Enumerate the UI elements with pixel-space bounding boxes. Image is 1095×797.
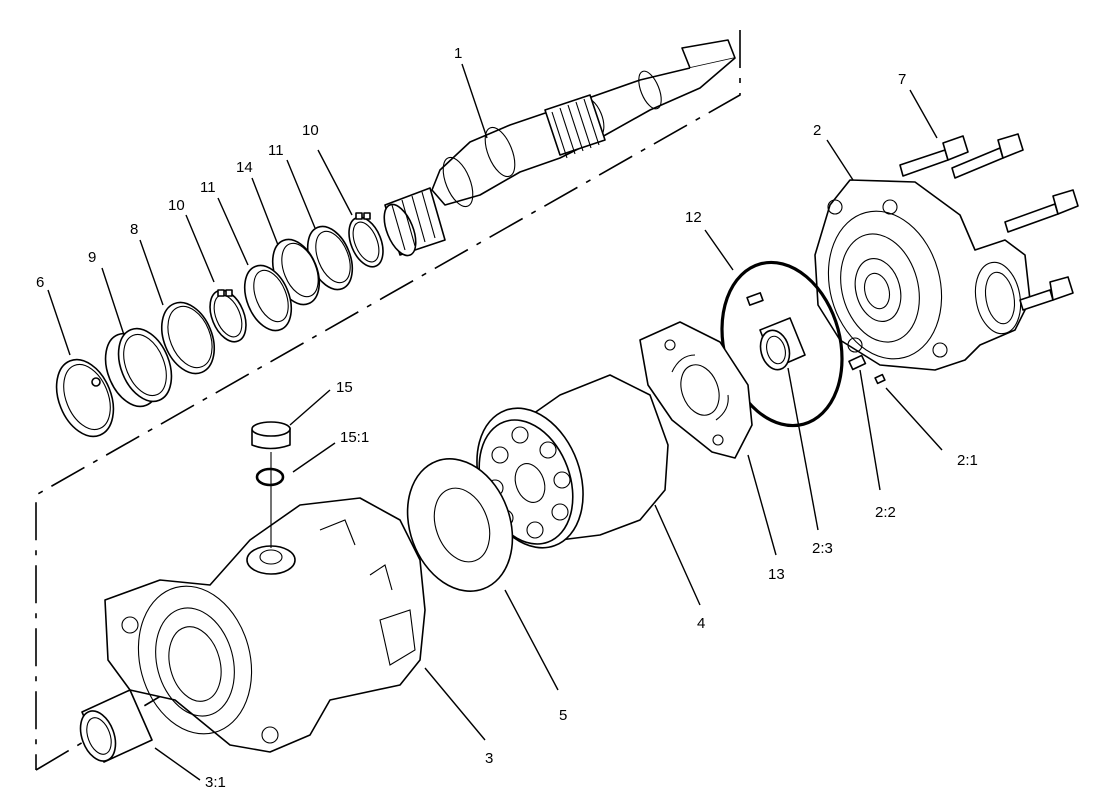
dowel-pin: [746, 292, 764, 306]
end-cover: [814, 179, 1031, 371]
callout-2: 2: [813, 122, 821, 139]
washer-11-lower: [243, 264, 293, 332]
callout-labels: 1 2 7 12 10 11 14 11 10 8 9 6 15 15:1 2:…: [36, 45, 978, 791]
bearing-9: [104, 327, 173, 408]
snap-ring-10-upper: [348, 212, 384, 268]
callout-2-2: 2:2: [875, 504, 896, 521]
housing-3: [104, 497, 426, 753]
leader-lines: [47, 63, 943, 781]
ring-8: [160, 301, 216, 375]
callout-5: 5: [559, 707, 567, 724]
callout-12: 12: [685, 209, 702, 226]
callout-13: 13: [768, 566, 785, 583]
plug-15: [251, 421, 291, 450]
callout-4: 4: [697, 615, 705, 632]
callout-6: 6: [36, 274, 44, 291]
shaft: [383, 39, 736, 257]
pin-2-2: [848, 354, 867, 371]
callout-3-1: 3:1: [205, 774, 226, 791]
pin-2-1: [874, 373, 886, 385]
callout-15: 15: [336, 379, 353, 396]
bolts: [899, 133, 1079, 311]
swash-plate: [406, 458, 514, 592]
callout-2-1: 2:1: [957, 452, 978, 469]
retaining-ring-6: [55, 358, 115, 438]
needle-bearing-2-3: [759, 317, 806, 371]
callout-15-1: 15:1: [340, 429, 369, 446]
snap-ring-10-lower: [209, 289, 247, 343]
callout-7: 7: [898, 71, 906, 88]
callout-2-3: 2:3: [812, 540, 833, 557]
callout-10a: 10: [302, 122, 319, 139]
callout-11b: 11: [200, 179, 216, 196]
bearing-3-1: [79, 689, 153, 763]
callout-14: 14: [236, 159, 253, 176]
callout-10b: 10: [168, 197, 185, 214]
callout-9: 9: [88, 249, 96, 266]
callout-8: 8: [130, 221, 138, 238]
callout-3: 3: [485, 750, 493, 767]
o-ring-15-1: [255, 467, 285, 487]
callout-11a: 11: [268, 142, 284, 159]
callout-1: 1: [454, 45, 462, 62]
valve-plate-13: [639, 321, 753, 459]
